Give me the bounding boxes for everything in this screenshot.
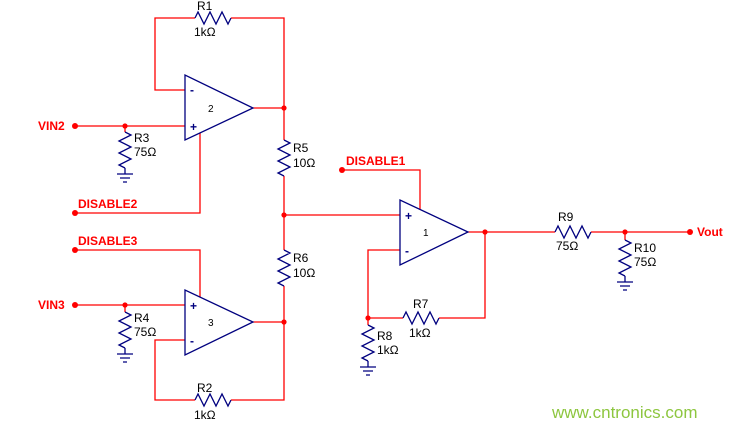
resistor-r8-value: 1kΩ xyxy=(377,343,399,357)
signal-labels: VIN2 DISABLE2 DISABLE3 VIN3 DISABLE1 Vou… xyxy=(38,119,723,312)
resistor-r7-ref: R7 xyxy=(413,297,429,311)
wire-disable2 xyxy=(75,133,201,214)
junction-dot xyxy=(281,105,287,111)
resistor-r2-value: 1kΩ xyxy=(194,408,216,422)
pin-dot xyxy=(72,123,78,129)
resistor-r3-symbol xyxy=(118,131,132,169)
opamp-labels: - + 2 + - 3 + - 1 xyxy=(190,83,429,348)
ground-icon xyxy=(359,360,377,376)
resistor-r2-ref: R2 xyxy=(197,381,213,395)
resistor-r3-ref: R3 xyxy=(134,131,150,145)
ground-icon xyxy=(116,347,134,363)
junction-dots xyxy=(72,105,693,325)
wire-vin3-input xyxy=(75,304,185,312)
wire-opamp1-feedback xyxy=(367,232,486,325)
resistor-r6-symbol xyxy=(277,249,291,287)
opamp-1-minus: - xyxy=(405,244,409,258)
resistor-r2-symbol xyxy=(194,393,232,407)
opamp-2-minus: - xyxy=(190,83,194,97)
resistor-r7-value: 1kΩ xyxy=(409,326,431,340)
component-labels: R1 1kΩ R2 1kΩ R3 75Ω R4 75Ω R5 10Ω R6 10… xyxy=(134,0,656,422)
opamp-3-symbol xyxy=(184,288,255,357)
resistor-r8-ref: R8 xyxy=(377,329,393,343)
resistor-r5-value: 10Ω xyxy=(293,156,315,170)
signal-label-disable1: DISABLE1 xyxy=(346,154,406,168)
wire-disable1 xyxy=(342,169,421,209)
components xyxy=(116,11,634,407)
wire-opamp2-feedback xyxy=(154,17,285,108)
junction-dot xyxy=(281,319,287,325)
wire-vin2-input xyxy=(75,125,185,132)
junction-dot xyxy=(122,302,128,308)
opamp-3-plus: + xyxy=(190,299,197,313)
resistor-r9-ref: R9 xyxy=(558,210,574,224)
resistor-r4-symbol xyxy=(118,311,132,349)
junction-dot xyxy=(365,315,371,321)
signal-label-vout: Vout xyxy=(697,225,723,239)
opamp-3-minus: - xyxy=(190,334,194,348)
signal-label-vin2: VIN2 xyxy=(38,119,65,133)
resistor-r1-symbol xyxy=(194,11,232,25)
signal-label-disable3: DISABLE3 xyxy=(78,234,138,248)
resistor-r4-value: 75Ω xyxy=(134,325,156,339)
opamp-1-plus: + xyxy=(405,209,412,223)
signal-label-vin3: VIN3 xyxy=(38,298,65,312)
resistor-r5-ref: R5 xyxy=(293,141,309,155)
junction-dot xyxy=(281,212,287,218)
junction-dot xyxy=(122,123,128,129)
junction-dot xyxy=(482,229,488,235)
resistor-r8-symbol xyxy=(361,324,375,362)
resistor-r6-value: 10Ω xyxy=(293,266,315,280)
wire-opamp3-feedback xyxy=(154,322,285,401)
watermark: www.cntronics.com xyxy=(551,403,697,422)
resistor-r5-symbol xyxy=(277,139,291,177)
wire-disable3 xyxy=(75,249,201,297)
resistor-r10-value: 75Ω xyxy=(634,255,656,269)
opamp-1-symbol xyxy=(399,198,470,267)
resistor-r10-symbol xyxy=(618,239,632,277)
pin-dot xyxy=(687,229,693,235)
ground-icon xyxy=(616,275,634,291)
opamp-1-number: 1 xyxy=(423,228,429,239)
ground-icon xyxy=(116,167,134,183)
resistor-r1-ref: R1 xyxy=(197,0,213,13)
opamp-3-number: 3 xyxy=(208,318,214,329)
signal-label-disable2: DISABLE2 xyxy=(78,197,138,211)
opamp-2-symbol xyxy=(184,73,255,142)
pin-dot xyxy=(339,167,345,173)
opamp-2-plus: + xyxy=(190,120,197,134)
resistor-r9-value: 75Ω xyxy=(556,239,578,253)
resistor-r10-ref: R10 xyxy=(634,241,656,255)
resistor-r1-value: 1kΩ xyxy=(194,25,216,39)
resistor-r3-value: 75Ω xyxy=(134,145,156,159)
resistor-r9-symbol xyxy=(554,225,592,239)
pin-dot xyxy=(72,302,78,308)
pin-dot xyxy=(72,210,78,216)
junction-dot xyxy=(622,229,628,235)
resistor-r4-ref: R4 xyxy=(134,311,150,325)
resistor-r7-symbol xyxy=(402,311,440,325)
resistor-r6-ref: R6 xyxy=(293,251,309,265)
opamp-2-number: 2 xyxy=(208,104,214,115)
pin-dot xyxy=(72,247,78,253)
wire-summing-chain xyxy=(253,107,400,323)
